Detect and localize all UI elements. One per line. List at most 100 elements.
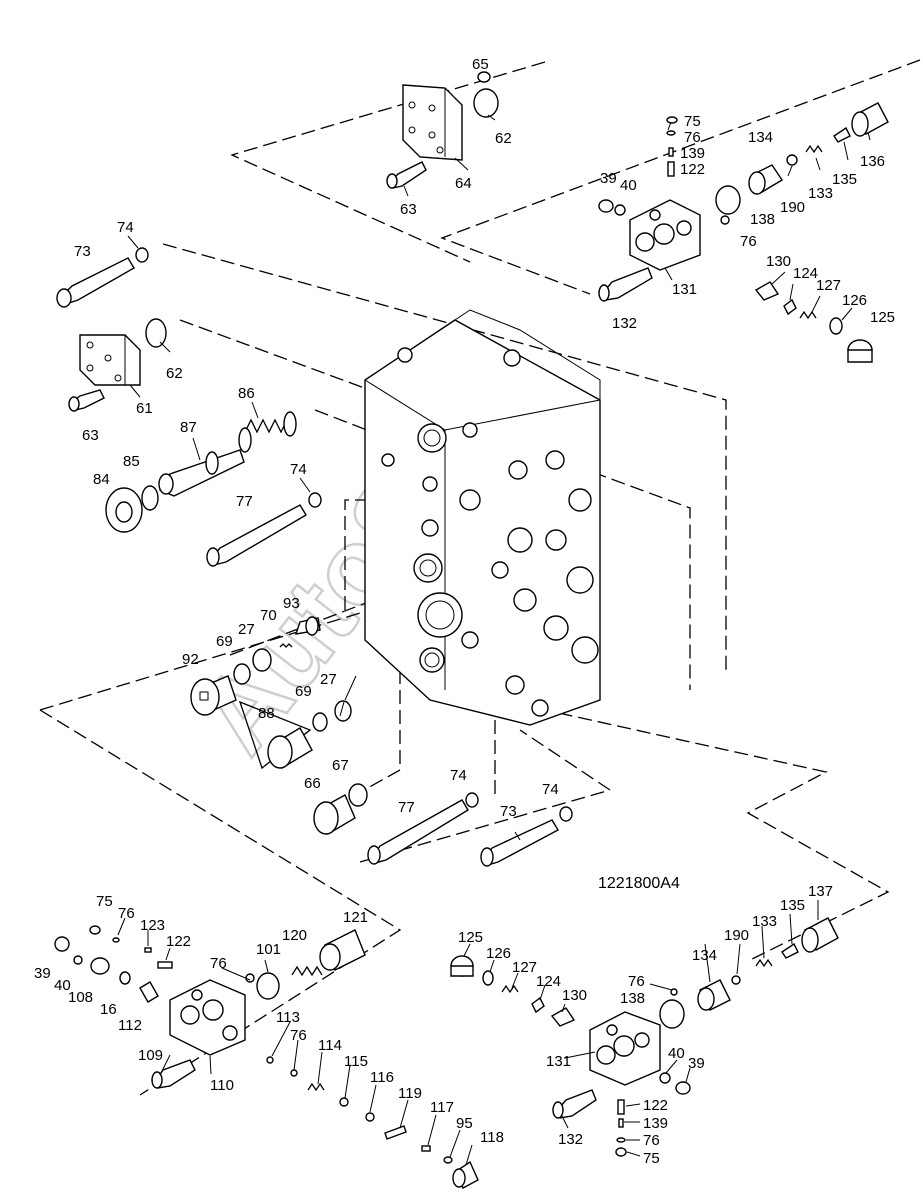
o-ring-74-top xyxy=(135,247,149,263)
o-ring-76-lower-left xyxy=(290,1069,298,1077)
cartridge-134-top xyxy=(748,164,783,195)
part-label: 131 xyxy=(672,281,697,298)
plug-108 xyxy=(90,957,110,975)
spring-133-lower xyxy=(755,958,773,968)
o-ring-69-upper xyxy=(233,663,251,685)
relief-valve-block-110 xyxy=(169,979,246,1056)
pin-139-lower xyxy=(618,1118,624,1128)
part-label: 40 xyxy=(620,177,637,194)
part-label: 122 xyxy=(680,161,705,178)
drawing-reference-code: 1221800A4 xyxy=(598,875,680,892)
part-label: 76 xyxy=(210,955,227,972)
part-label: 74 xyxy=(117,219,134,236)
o-ring-76-bottom xyxy=(616,1137,626,1143)
part-label: 124 xyxy=(536,973,561,990)
part-label: 108 xyxy=(68,989,93,1006)
part-label: 126 xyxy=(486,945,511,962)
spring-114 xyxy=(307,1082,325,1092)
part-label: 138 xyxy=(620,990,645,1007)
part-label: 125 xyxy=(870,309,895,326)
part-label: 85 xyxy=(123,453,140,470)
part-label: 190 xyxy=(780,199,805,216)
part-label: 62 xyxy=(166,365,183,382)
bolt-73-lower xyxy=(480,819,559,867)
bolt-63-top xyxy=(386,161,427,189)
part-label: 132 xyxy=(558,1131,583,1148)
part-label: 137 xyxy=(808,883,833,900)
part-label: 27 xyxy=(320,671,337,688)
plug-137 xyxy=(801,917,839,953)
part-label: 27 xyxy=(238,621,255,638)
part-label: 113 xyxy=(276,1009,300,1026)
part-label: 122 xyxy=(643,1097,668,1114)
pin-119 xyxy=(384,1125,407,1140)
bolt-73-top xyxy=(56,257,135,308)
part-label: 64 xyxy=(455,175,472,192)
spool-87 xyxy=(158,449,245,497)
part-label: 139 xyxy=(680,145,705,162)
pin-122-left xyxy=(157,961,173,969)
o-ring-40-lower xyxy=(659,1072,671,1084)
o-ring-27-upper xyxy=(252,648,272,672)
part-label: 122 xyxy=(166,933,191,950)
bolt-132-top xyxy=(598,267,653,302)
pin-139-top xyxy=(668,147,674,157)
screw-75-left xyxy=(89,925,101,935)
part-label: 76 xyxy=(290,1027,307,1044)
part-label: 65 xyxy=(472,56,489,73)
spring-120 xyxy=(291,965,323,977)
part-label: 16 xyxy=(100,1001,117,1018)
part-label: 76 xyxy=(643,1132,660,1149)
part-label: 86 xyxy=(238,385,255,402)
spring-127-top xyxy=(799,310,817,320)
o-ring-126-lower xyxy=(482,970,494,986)
spring-133-top xyxy=(805,144,823,154)
o-ring-76-right xyxy=(720,215,730,225)
part-label: 92 xyxy=(182,651,199,668)
bolt-77-upper xyxy=(206,504,307,567)
part-label: 75 xyxy=(96,893,113,910)
bolt-109 xyxy=(151,1059,196,1089)
poppet-135-lower xyxy=(781,942,799,959)
part-label: 39 xyxy=(688,1055,705,1072)
o-ring-76-top xyxy=(666,130,676,136)
part-label: 76 xyxy=(684,129,701,146)
cover-plate-61 xyxy=(79,334,141,386)
valve-130-top xyxy=(754,281,780,301)
screw-93 xyxy=(294,616,321,636)
seat-112 xyxy=(139,981,159,1003)
part-label: 114 xyxy=(318,1037,342,1054)
o-ring-85 xyxy=(141,485,159,511)
o-ring-62-left xyxy=(145,318,167,348)
o-ring-113 xyxy=(266,1056,274,1064)
part-label: 117 xyxy=(430,1099,454,1116)
bolt-132-lower xyxy=(552,1089,597,1119)
part-label: 136 xyxy=(860,153,885,170)
part-label: 75 xyxy=(684,113,701,130)
plug-125-lower xyxy=(450,955,474,977)
part-label: 134 xyxy=(748,129,773,146)
part-label: 116 xyxy=(370,1069,394,1086)
pin-117 xyxy=(421,1145,431,1152)
plug-118 xyxy=(452,1160,479,1189)
o-ring-40-left xyxy=(73,955,83,965)
part-label: 40 xyxy=(668,1045,685,1062)
part-label: 63 xyxy=(400,201,417,218)
seat-190-top xyxy=(786,154,798,166)
part-label: 125 xyxy=(458,929,483,946)
relief-valve-block-131-lower xyxy=(589,1011,661,1086)
part-label: 139 xyxy=(643,1115,668,1132)
part-label: 40 xyxy=(54,977,71,994)
o-ring-40-top xyxy=(614,204,626,216)
leader-lines xyxy=(117,114,871,1166)
pin-122-lower xyxy=(617,1099,625,1115)
part-label: 66 xyxy=(304,775,321,792)
part-label: 77 xyxy=(236,493,253,510)
part-label: 110 xyxy=(210,1077,234,1094)
part-label: 74 xyxy=(450,767,467,784)
part-label: 67 xyxy=(332,757,349,774)
part-label: 76 xyxy=(740,233,757,250)
part-label: 63 xyxy=(82,427,99,444)
part-label: 73 xyxy=(500,803,517,820)
